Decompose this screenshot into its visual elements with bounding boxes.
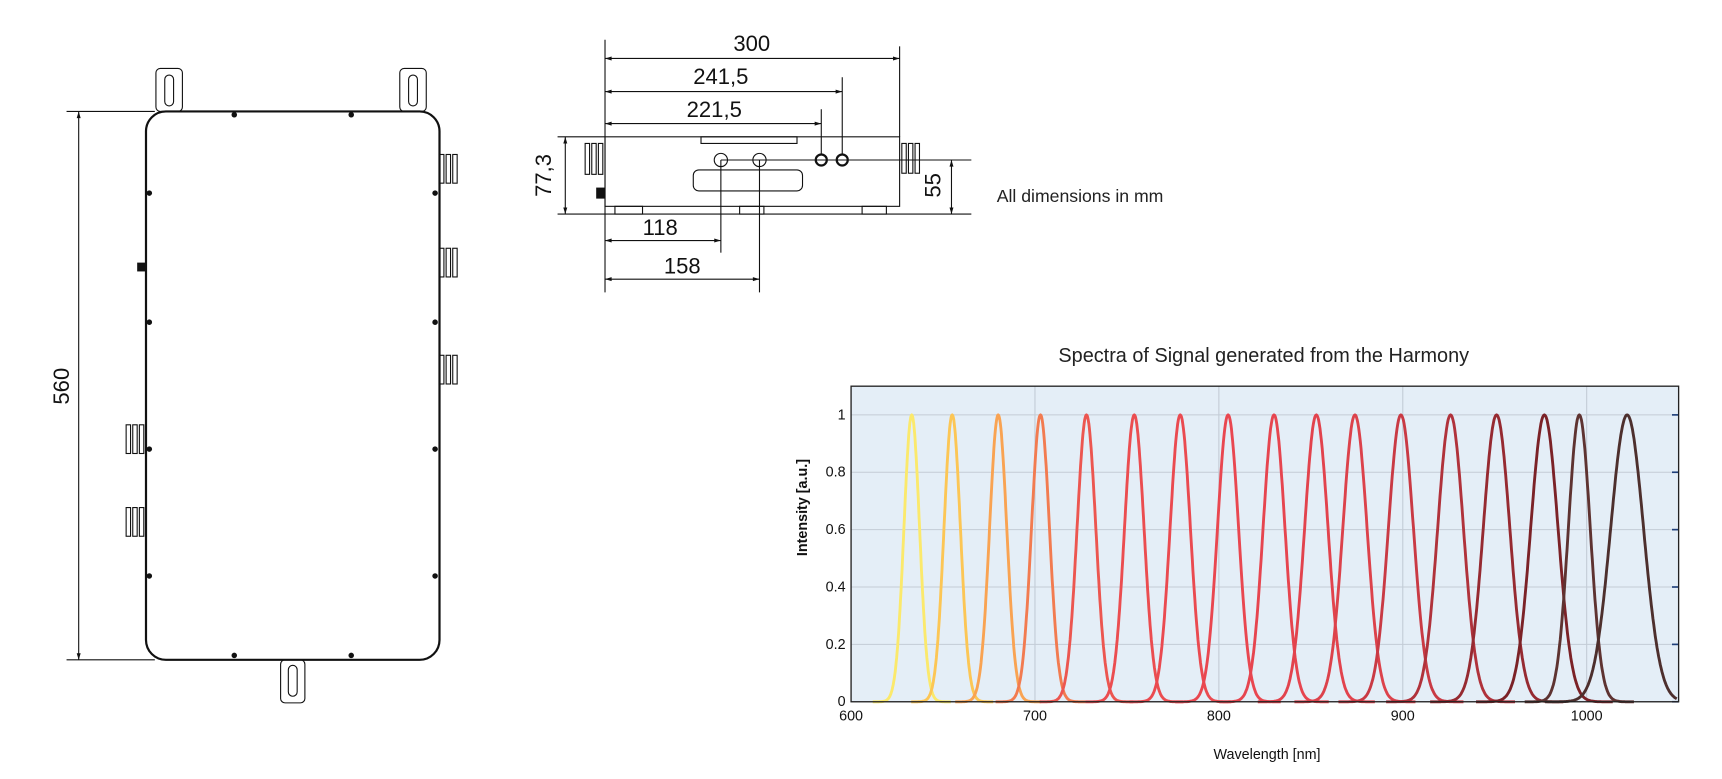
y-tick-label: 1 <box>838 407 846 423</box>
mounting-tab <box>155 67 183 112</box>
screw-dots <box>146 111 438 659</box>
dimension-label-77-3: 77,3 <box>531 154 556 197</box>
screw-dot <box>432 190 438 196</box>
top-view-body <box>144 110 441 661</box>
spectrum-line <box>954 413 1043 704</box>
connector <box>125 424 145 455</box>
connector <box>901 142 921 174</box>
screw-dot <box>432 573 438 579</box>
top-view-drawing: 560 <box>49 67 458 704</box>
x-tick-label: 600 <box>839 709 863 725</box>
x-tick-label: 1000 <box>1571 709 1603 725</box>
dimension-label-118: 118 <box>643 215 678 240</box>
x-tick-label: 800 <box>1207 709 1231 725</box>
dimension-label-300: 300 <box>733 31 770 56</box>
y-tick-label: 0.8 <box>826 465 846 481</box>
spectrum-line <box>1523 413 1635 704</box>
spectra-chart: Spectra of Signal generated from the Har… <box>795 345 1680 763</box>
screw-dot <box>231 652 238 659</box>
screw-dot <box>146 190 153 196</box>
chart-title: Spectra of Signal generated from the Har… <box>1058 345 1469 367</box>
dimension-label-560: 560 <box>49 368 74 405</box>
y-tick-label: 0.4 <box>826 579 846 595</box>
mounting-tab <box>237 659 343 704</box>
connector <box>438 153 458 184</box>
connector <box>438 247 458 278</box>
screw-dot <box>348 111 354 118</box>
units-note: All dimensions in mm <box>997 186 1164 206</box>
screw-dot <box>146 573 153 579</box>
screw-dot <box>146 446 153 452</box>
spectrum-line <box>1128 413 1232 704</box>
spectrum-line <box>1038 413 1135 704</box>
x-axis-label: Wavelength [nm] <box>1214 747 1321 763</box>
y-tick-labels: 0 0.2 0.4 0.6 0.8 1 <box>826 407 846 710</box>
x-tick-label: 900 <box>1391 709 1415 725</box>
side-view-body <box>604 136 901 207</box>
y-tick-label: 0.6 <box>826 522 846 538</box>
dimension-label-55: 55 <box>920 173 945 198</box>
plot-area <box>851 386 1679 702</box>
y-tick-label: 0 <box>838 694 846 710</box>
spectrum-line <box>910 413 995 704</box>
dimension-label-241-5: 241,5 <box>693 64 748 89</box>
y-tick-label: 0.2 <box>826 637 846 653</box>
x-tick-label: 700 <box>1023 709 1047 725</box>
connector <box>125 507 145 537</box>
mounting-tab <box>399 67 427 112</box>
spectra-series <box>871 413 1678 704</box>
connector <box>438 354 458 385</box>
dimension-label-221-5: 221,5 <box>687 97 742 122</box>
x-tick-labels: 600 700 800 900 1000 <box>839 709 1603 725</box>
spectrum-line <box>871 413 952 704</box>
screw-dot <box>231 111 238 118</box>
screw-dot <box>432 446 438 452</box>
screw-dot <box>348 652 354 659</box>
connector <box>584 142 604 175</box>
screw-dot <box>432 319 438 325</box>
plot-frame <box>850 385 1680 703</box>
connectors <box>125 153 458 537</box>
side-view-drawing: 300 241,5 221,5 77,3 55 118 158 All dime… <box>531 31 1163 293</box>
side-port <box>137 262 146 272</box>
y-axis-label: Intensity [a.u.] <box>795 459 811 556</box>
dimension-label-158: 158 <box>664 254 701 279</box>
spectrum-line <box>1084 413 1184 704</box>
spectrum-line <box>1475 413 1614 704</box>
screw-dot <box>146 319 153 325</box>
spectrum-line <box>994 413 1087 704</box>
